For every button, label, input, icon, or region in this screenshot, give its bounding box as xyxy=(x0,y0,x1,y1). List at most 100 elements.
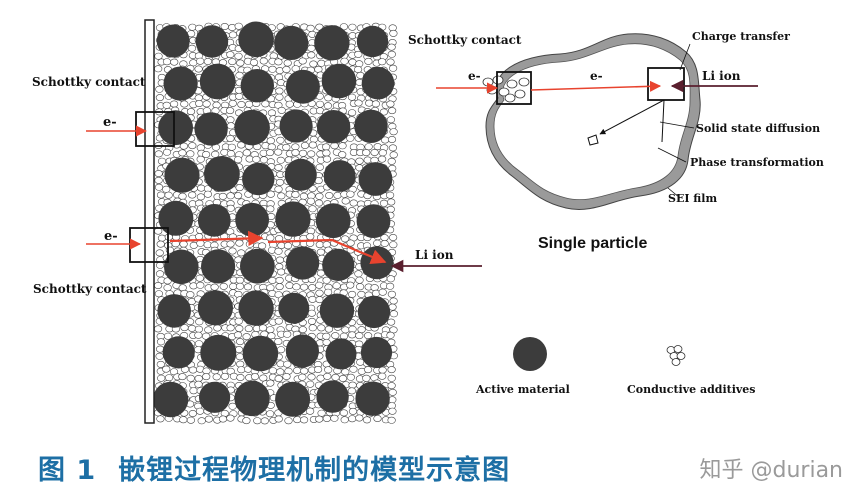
conductive-additive xyxy=(195,66,203,72)
conductive-additive xyxy=(165,192,173,198)
legend-active-material-label: Active material xyxy=(475,383,570,396)
conductive-additive xyxy=(203,101,211,107)
conductive-additive xyxy=(267,235,275,241)
conductive-additive xyxy=(229,248,237,254)
conductive-additive xyxy=(252,156,260,162)
conductive-additive xyxy=(390,298,398,304)
conductive-additive xyxy=(339,143,347,149)
conductive-additive xyxy=(318,325,326,331)
active-material-particle xyxy=(286,334,319,367)
conductive-additive xyxy=(389,65,397,71)
conductive-additive xyxy=(363,375,371,381)
conductive-additive xyxy=(332,332,340,338)
conductive-additive xyxy=(180,417,188,423)
conductive-additive xyxy=(236,325,244,331)
conductive-additive xyxy=(157,192,165,198)
conductive-additive xyxy=(195,332,203,338)
conductive-additive xyxy=(157,241,165,247)
conductive-additive xyxy=(387,101,395,107)
conductive-additive xyxy=(348,291,356,297)
conductive-additive xyxy=(283,373,291,379)
active-material-particle xyxy=(362,67,395,100)
active-material-particle xyxy=(322,64,357,99)
active-material-particle xyxy=(286,70,320,104)
conductive-additive xyxy=(387,332,395,338)
conductive-additive xyxy=(237,374,245,380)
conductive-additive xyxy=(388,44,396,50)
conductive-additive xyxy=(286,282,294,288)
conductive-additive xyxy=(266,149,274,155)
conductive-additive xyxy=(276,94,284,100)
conductive-additive xyxy=(260,58,268,64)
active-material-particle xyxy=(234,110,270,146)
conductive-additive xyxy=(180,241,188,247)
active-material-particle xyxy=(326,338,357,369)
conductive-additive xyxy=(235,53,243,59)
conductive-additive xyxy=(339,375,347,381)
conductive-additive xyxy=(189,410,197,416)
conductive-additive xyxy=(220,283,228,289)
legend-conductive-label: Conductive additives xyxy=(627,383,756,396)
conductive-additive xyxy=(196,58,204,64)
conductive-additive xyxy=(234,157,242,163)
label-phase-transformation: Phase transformation xyxy=(690,156,824,169)
conductive-additive xyxy=(227,241,235,247)
conductive-additive xyxy=(196,408,204,414)
conductive-additive xyxy=(157,416,165,422)
active-material-particle xyxy=(199,382,230,413)
conductive-additive xyxy=(187,151,195,157)
conductive-additive xyxy=(388,366,396,372)
conductive-additive xyxy=(219,193,227,199)
conductive-additive xyxy=(301,142,309,148)
active-material-particle xyxy=(158,201,193,236)
current-collector xyxy=(145,20,154,423)
conductive-additive xyxy=(155,170,163,176)
conductive-additive xyxy=(355,51,363,57)
conductive-additive xyxy=(276,283,284,289)
conductive-additive xyxy=(236,338,244,344)
conductive-additive xyxy=(283,144,291,150)
conductive-additive xyxy=(227,117,235,123)
conductive-additive xyxy=(324,367,332,373)
conductive-additive xyxy=(308,310,316,316)
conductive-additive xyxy=(277,347,285,353)
conductive-additive xyxy=(236,240,244,246)
conductive-additive xyxy=(275,416,283,422)
active-material-particle xyxy=(241,69,274,102)
label-li-ion-electrode: Li ion xyxy=(415,248,454,262)
conductive-additive xyxy=(275,248,283,254)
conductive-additive xyxy=(342,198,350,204)
active-material-particle xyxy=(243,336,279,372)
conductive-additive xyxy=(197,282,205,288)
legend-active-material-symbol xyxy=(513,337,547,371)
conductive-additive xyxy=(195,326,203,332)
conductive-additive xyxy=(307,198,315,204)
active-material-particle xyxy=(357,204,391,238)
active-material-particle xyxy=(198,290,233,325)
conductive-additive xyxy=(309,296,317,302)
active-material-particle xyxy=(320,294,354,328)
conductive-additive xyxy=(275,318,283,324)
conductive-additive xyxy=(229,58,237,64)
conductive-additive xyxy=(250,59,258,65)
conductive-additive xyxy=(338,151,346,157)
conductive-additive xyxy=(388,291,396,297)
active-material-particle xyxy=(157,294,191,328)
conductive-additive xyxy=(322,144,330,150)
conductive-additive xyxy=(267,191,275,197)
conductive-additive xyxy=(380,200,388,206)
conductive-additive xyxy=(363,417,371,423)
active-material-particle xyxy=(164,249,199,284)
active-material-particle xyxy=(316,380,348,412)
conductive-additive xyxy=(316,101,324,107)
conductive-additive xyxy=(275,164,283,170)
active-material-particle xyxy=(286,246,319,279)
conductive-additive xyxy=(221,373,229,379)
conductive-additive xyxy=(307,151,315,157)
conductive-additive xyxy=(350,366,358,372)
conductive-additive xyxy=(243,333,251,339)
conductive-additive xyxy=(316,193,324,199)
conductive-additive xyxy=(315,200,323,206)
conductive-additive xyxy=(197,185,205,191)
conductive-additive xyxy=(390,242,398,248)
